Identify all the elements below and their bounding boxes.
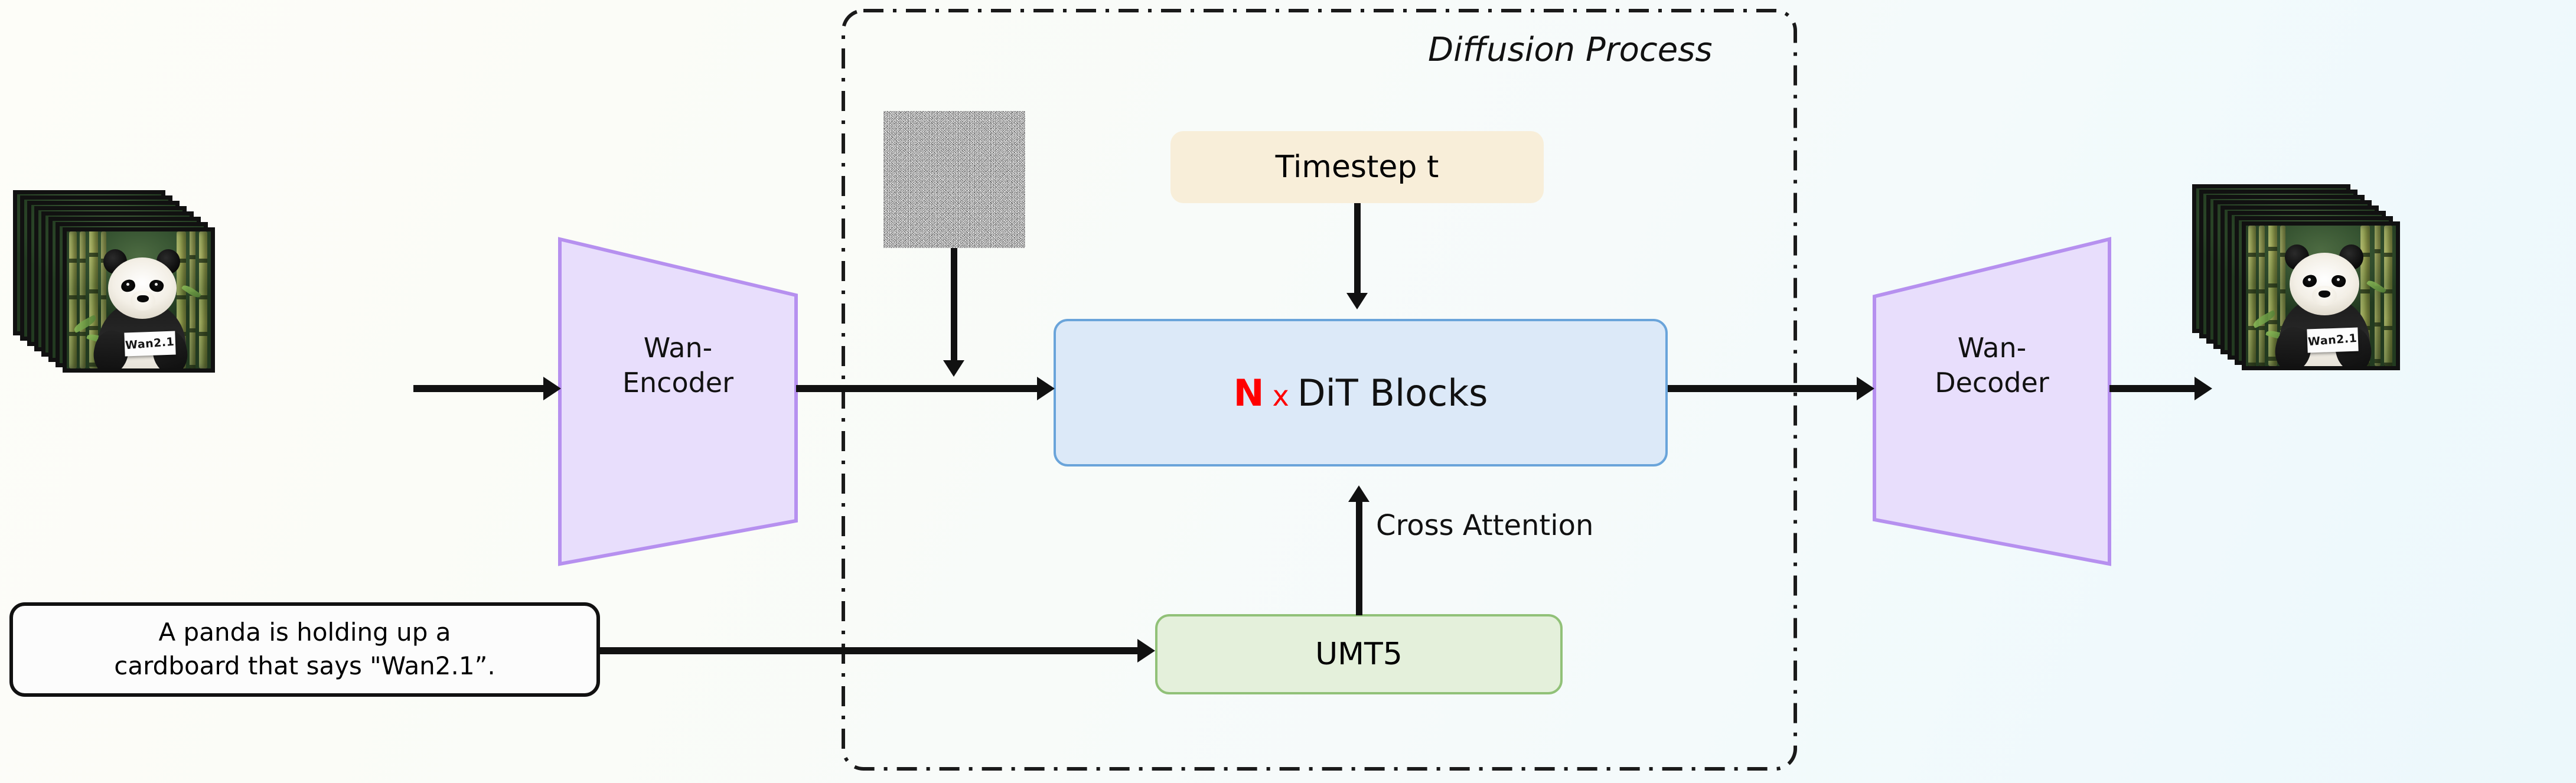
cardboard-sign: Wan2.1 bbox=[124, 331, 176, 357]
diffusion-process-title: Diffusion Process bbox=[1428, 31, 1713, 69]
wan-encoder-label-line2: Encoder bbox=[622, 366, 734, 399]
output-video-frame-stack: Wan2.1 bbox=[2192, 184, 2428, 385]
edge-decoder-to-output-line bbox=[2109, 385, 2199, 392]
prompt-text-box: A panda is holding up a cardboard that s… bbox=[9, 602, 600, 697]
dit-block-count: N bbox=[1233, 371, 1264, 415]
edge-umt5-to-dit-line bbox=[1356, 501, 1362, 615]
edge-umt5-to-dit-arrowhead bbox=[1348, 485, 1369, 502]
edge-prompt-to-umt5-line bbox=[600, 647, 1142, 654]
dit-blocks-box: N x DiT Blocks bbox=[1054, 319, 1668, 466]
wan-encoder-label: Wan- Encoder bbox=[560, 331, 796, 400]
edge-dit-to-decoder-arrowhead bbox=[1857, 377, 1874, 400]
edge-input-to-encoder-line bbox=[413, 385, 548, 392]
timestep-box: Timestep t bbox=[1170, 131, 1544, 203]
umt5-label: UMT5 bbox=[1315, 637, 1403, 672]
edge-prompt-to-umt5-arrowhead bbox=[1137, 639, 1155, 663]
output-cardboard-sign-text: Wan2.1 bbox=[2307, 331, 2358, 349]
prompt-text-line1: A panda is holding up a bbox=[158, 618, 451, 647]
wan-encoder-shape bbox=[558, 237, 798, 566]
cross-attention-label: Cross Attention bbox=[1376, 509, 1594, 542]
timestep-label: Timestep t bbox=[1275, 149, 1439, 185]
edge-timestep-to-dit-line bbox=[1354, 203, 1361, 298]
wan-decoder-shape bbox=[1873, 237, 2111, 566]
edge-noise-to-flow-line bbox=[951, 248, 957, 365]
dit-blocks-label: DiT Blocks bbox=[1297, 371, 1488, 415]
cardboard-sign-text: Wan2.1 bbox=[125, 335, 175, 353]
output-frame-front: Wan2.1 bbox=[2242, 221, 2400, 370]
edge-dit-to-decoder-line bbox=[1668, 385, 1861, 392]
wan-decoder-label: Wan- Decoder bbox=[1874, 331, 2109, 400]
edge-timestep-to-dit-arrowhead bbox=[1346, 293, 1368, 309]
input-video-frame-stack: Wan2.1 bbox=[13, 190, 237, 385]
edge-encoder-to-dit-line bbox=[796, 385, 1044, 392]
video-frame-front: Wan2.1 bbox=[63, 227, 215, 373]
wan-decoder-label-line1: Wan- bbox=[1957, 332, 2027, 364]
edge-input-to-encoder-arrowhead bbox=[543, 377, 561, 400]
umt5-box: UMT5 bbox=[1155, 614, 1563, 694]
edge-noise-to-flow-arrowhead bbox=[943, 360, 964, 377]
edge-encoder-to-dit-arrowhead bbox=[1037, 377, 1055, 400]
prompt-text-line2: cardboard that says "Wan2.1”. bbox=[114, 651, 495, 680]
edge-decoder-to-output-arrowhead bbox=[2195, 377, 2212, 400]
wan-decoder-label-line2: Decoder bbox=[1935, 366, 2049, 399]
output-cardboard-sign: Wan2.1 bbox=[2307, 327, 2359, 353]
wan-encoder-label-line1: Wan- bbox=[643, 332, 713, 364]
dit-multiply-symbol: x bbox=[1272, 379, 1289, 413]
gaussian-noise-latent bbox=[883, 111, 1025, 248]
